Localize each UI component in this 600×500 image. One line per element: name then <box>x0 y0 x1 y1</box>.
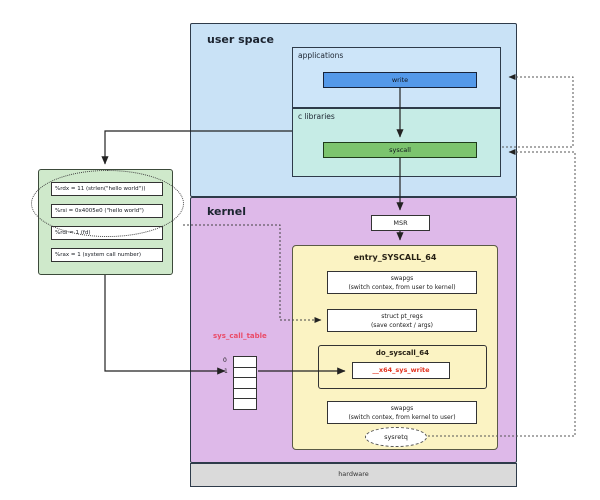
swapgs-exit-line2: (switch contex, from kernel to user) <box>348 414 456 422</box>
sys-call-table-label: sys_call_table <box>213 332 267 340</box>
syscall-node: syscall <box>323 142 477 158</box>
kernel-label: kernel <box>207 205 246 218</box>
swapgs-enter-node: swapgs (switch contex, from user to kern… <box>327 271 477 294</box>
msr-node: MSR <box>371 215 430 231</box>
swapgs-exit-line1: swapgs <box>390 405 414 412</box>
table-cell <box>233 357 257 368</box>
pt-regs-line1: struct pt_regs <box>381 313 423 320</box>
table-cell <box>233 367 257 378</box>
table-cell <box>233 388 257 399</box>
args-ellipse <box>31 170 184 237</box>
entry-syscall-64-title: entry_SYSCALL_64 <box>353 253 437 262</box>
c-libraries-label: c libraries <box>298 112 335 121</box>
sys-call-table <box>233 356 257 410</box>
swapgs-enter-line1: swapgs <box>390 275 414 282</box>
swapgs-enter-line2: (switch contex, from user to kernel) <box>348 284 456 292</box>
user-space-label: user space <box>207 33 274 46</box>
x64-sys-write-node: __x64_sys_write <box>352 362 450 379</box>
table-cell <box>233 399 257 410</box>
table-cell <box>233 378 257 389</box>
sysretq-node: sysretq <box>365 427 427 447</box>
register-rax: %rax = 1 (system call number) <box>51 248 163 262</box>
do-syscall-64-title: do_syscall_64 <box>375 349 430 357</box>
swapgs-exit-node: swapgs (switch contex, from kernel to us… <box>327 401 477 424</box>
struct-pt-regs-node: struct pt_regs (save context / args) <box>327 309 477 332</box>
hardware-bar: hardware <box>190 463 517 487</box>
pt-regs-line2: (save context / args) <box>370 322 434 330</box>
applications-label: applications <box>298 51 344 60</box>
write-node: write <box>323 72 477 88</box>
table-index-1: 1 <box>224 368 228 375</box>
table-index-0: 0 <box>223 357 227 364</box>
